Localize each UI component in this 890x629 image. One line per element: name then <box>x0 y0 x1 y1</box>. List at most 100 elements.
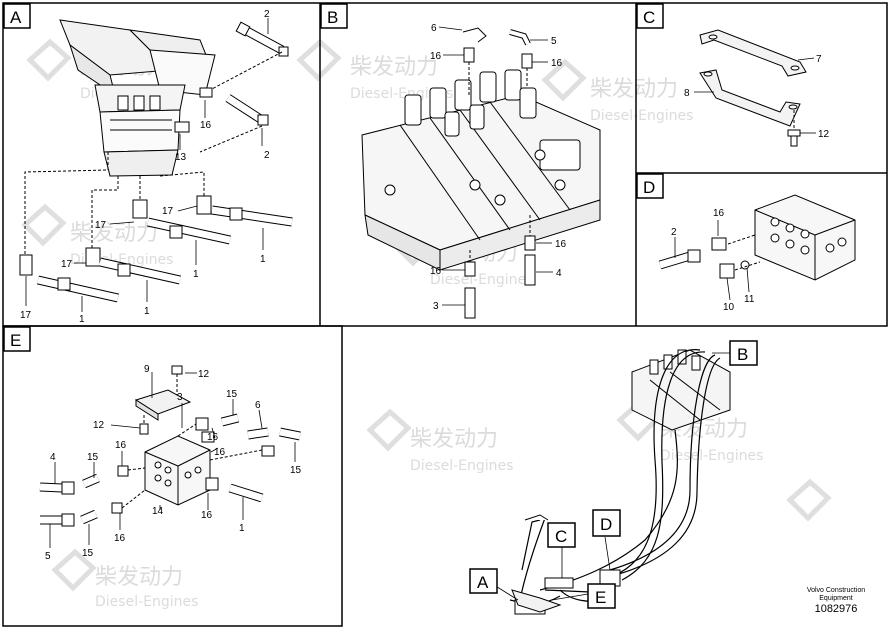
overview-callout-e: E <box>587 583 616 609</box>
callout-e-15-top: 15 <box>226 389 238 400</box>
watermark-logo: 柴发动力 Diesel-Engines <box>366 408 513 474</box>
overview-callout-b: B <box>729 340 758 366</box>
panel-c-leaders <box>694 57 816 134</box>
overview-callout-c: C <box>547 522 576 548</box>
callout-e-12-top: 12 <box>198 369 210 380</box>
callout-e-9: 9 <box>144 364 150 375</box>
panel-a-leaders <box>25 18 269 312</box>
callout-a-17-bottom: 17 <box>20 310 32 321</box>
svg-text:Diesel-Engines: Diesel-Engines <box>95 594 198 610</box>
callout-a-1-ll: 1 <box>79 314 85 325</box>
callout-e-16-low: 16 <box>201 510 213 521</box>
callout-e-16-top: 16 <box>207 432 219 443</box>
callout-a-2-top: 2 <box>264 9 270 20</box>
dashed-leaders <box>24 152 205 255</box>
callout-b-3: 3 <box>433 301 439 312</box>
panel-b-leaders <box>438 26 553 306</box>
overview-cab-parts <box>511 514 621 615</box>
panel-e-leaders <box>49 372 296 548</box>
watermark-logo <box>786 478 832 522</box>
panel-e-callouts: 9 12 3 15 6 12 16 16 16 15 4 15 14 16 1 … <box>45 364 302 562</box>
svg-text:柴发动力: 柴发动力 <box>95 565 183 590</box>
svg-text:D: D <box>600 515 612 534</box>
callout-d-11: 11 <box>744 294 755 305</box>
top-frame <box>2 2 888 327</box>
panel-e-frame <box>2 325 343 627</box>
panel-e-drawing <box>39 365 301 527</box>
fittings-front <box>19 121 212 276</box>
callout-b-5: 5 <box>551 36 557 47</box>
svg-text:D: D <box>643 178 655 197</box>
footer-brand-line1: Volvo Construction <box>807 587 865 594</box>
callout-e-5: 5 <box>45 551 51 562</box>
panel-d-callouts: 16 2 10 11 <box>671 208 755 313</box>
hose-upper <box>199 21 289 98</box>
manifold-14 <box>144 435 211 506</box>
callout-e-14: 14 <box>152 506 164 517</box>
watermark-logo: 柴发动力 Diesel-Engines <box>616 398 763 464</box>
footer-part-number: 1082976 <box>815 603 858 615</box>
callout-e-6: 6 <box>255 400 261 411</box>
svg-text:Diesel-Engines: Diesel-Engines <box>430 272 533 288</box>
panel-letter-e: E <box>3 326 31 352</box>
callout-a-17-left: 17 <box>61 259 73 270</box>
hoses-lower <box>37 205 293 303</box>
callout-e-1: 1 <box>239 523 245 534</box>
callout-e-15-right: 15 <box>290 465 302 476</box>
callout-a-1-r: 1 <box>260 254 266 265</box>
svg-text:C: C <box>643 8 655 27</box>
manifold-block <box>754 194 856 281</box>
svg-text:Diesel-Engines: Diesel-Engines <box>410 458 513 474</box>
panel-c-drawing <box>699 29 807 147</box>
callout-e-4: 4 <box>50 452 56 463</box>
d-hose <box>658 234 761 279</box>
panel-letter-d: D <box>636 173 664 199</box>
callout-a-2-mid: 2 <box>264 150 270 161</box>
callout-e-16-right: 16 <box>214 447 226 458</box>
callout-e-16-mid: 16 <box>115 440 127 451</box>
callout-a-1-l: 1 <box>144 306 150 317</box>
callout-e-15-mid: 15 <box>87 452 99 463</box>
overview-valve <box>631 349 731 431</box>
svg-text:柴发动力: 柴发动力 <box>350 55 438 80</box>
svg-text:C: C <box>555 527 567 546</box>
panel-letter-c: C <box>636 3 664 29</box>
overview-drawing <box>493 349 731 615</box>
callout-e-3: 3 <box>177 392 183 403</box>
panel-b-drawing <box>361 27 601 319</box>
e-dashed <box>121 423 263 509</box>
overview-callout-a: A <box>469 568 498 594</box>
callout-c-12: 12 <box>818 129 830 140</box>
hose-middle <box>199 94 269 153</box>
panel-d-drawing <box>658 194 856 281</box>
overview-callout-d: D <box>592 509 621 537</box>
watermark-logo: 柴发动力 Diesel-Engines <box>296 38 453 102</box>
callout-b-6: 6 <box>431 23 437 34</box>
svg-text:柴发动力: 柴发动力 <box>590 77 678 102</box>
callout-e-12: 12 <box>93 420 105 431</box>
plate-9 <box>134 365 192 435</box>
overview-leaders <box>493 352 730 601</box>
svg-text:B: B <box>737 345 748 364</box>
svg-text:B: B <box>327 8 338 27</box>
svg-text:A: A <box>10 8 22 27</box>
svg-text:E: E <box>595 588 606 607</box>
svg-text:Diesel-Engines: Diesel-Engines <box>350 86 453 102</box>
svg-text:Diesel-Engines: Diesel-Engines <box>590 108 693 124</box>
callout-b-16-botr: 16 <box>555 239 567 250</box>
callout-b-16-topr: 16 <box>551 58 563 69</box>
callout-a-17-right: 17 <box>162 206 174 217</box>
panel-d-leaders <box>674 220 750 301</box>
callout-e-16-bot: 16 <box>114 533 126 544</box>
panel-b-callouts: 6 16 5 16 16 16 4 3 <box>430 23 567 312</box>
b-dashed <box>468 62 531 262</box>
control-valve-block <box>361 69 601 271</box>
callout-e-15-bot: 15 <box>82 548 94 559</box>
panel-a-callouts: 2 16 2 13 17 17 17 1 1 1 1 17 <box>20 9 270 325</box>
panel-c-callouts: 7 8 12 <box>684 54 830 140</box>
callout-a-13: 13 <box>175 152 187 163</box>
svg-text:A: A <box>477 573 489 592</box>
